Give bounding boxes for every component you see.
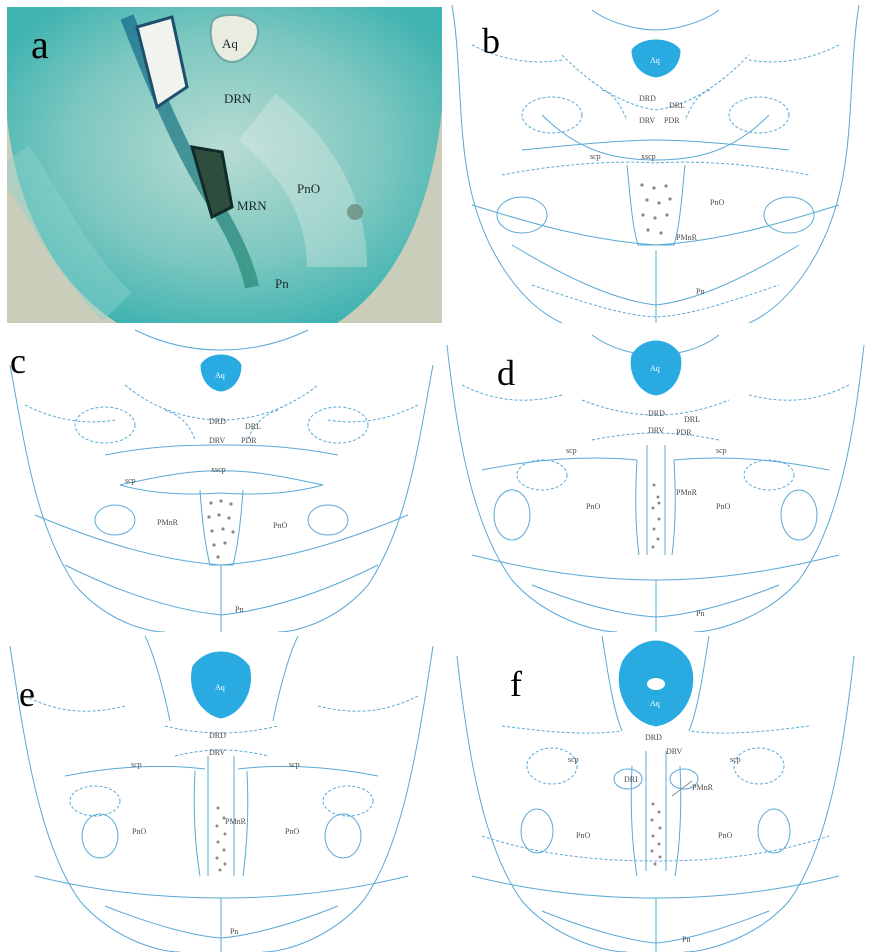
label-drv: DRV [209,437,225,445]
label-scp-right: scp [289,761,300,769]
label-xscp: xscp [211,466,226,474]
label-drl: DRL [669,102,685,110]
label-drl: DRL [245,423,261,431]
label-aq: Aq [650,700,660,708]
label-aq: Aq [650,57,660,65]
label-drd: DRD [639,95,656,103]
label-pno: PnO [297,182,320,195]
label-drv: DRV [209,749,225,757]
brain-section-outline [442,5,869,323]
panel-letter: e [19,676,35,712]
panel-letter: f [510,666,522,702]
label-pno-left: PnO [576,832,590,840]
label-scp-left: scp [566,447,577,455]
label-xscp: xscp [641,153,656,161]
label-pmnr: PMnR [676,234,697,242]
label-pn: Pn [696,610,704,618]
label-drv: DRV [666,748,682,756]
label-scp: scp [125,477,136,485]
label-mrn: MRN [237,199,267,212]
label-pno-right: PnO [285,828,299,836]
label-pno-right: PnO [718,832,732,840]
label-scp-left: scp [568,756,579,764]
label-drd: DRD [648,410,665,418]
brain-section-outline [442,636,869,952]
panel-b-atlas: b Aq DRD DRL DRV PDR scp xscp PnO PMnR P… [442,5,869,323]
label-scp-right: scp [730,756,741,764]
label-aq: Aq [215,372,225,380]
label-pmnr: PMnR [225,818,246,826]
panel-letter: d [497,355,515,391]
label-pmnr: PMnR [157,519,178,527]
panel-a-photomicrograph: a Aq DRN MRN PnO Pn [7,7,444,323]
label-drv: DRV [639,117,655,125]
label-drn: DRN [224,92,251,105]
panel-letter: b [482,23,500,59]
label-pdr: PDR [664,117,680,125]
label-pn: Pn [235,606,243,614]
label-pn: Pn [230,928,238,936]
panel-d-atlas: d Aq DRD DRL DRV PDR scp scp PMnR PnO Pn… [442,325,869,632]
label-drd: DRD [209,418,226,426]
label-drv: DRV [648,427,664,435]
label-pn: Pn [275,277,289,290]
panel-f-atlas: f Aq DRD DRV DRI scp scp PMnR PnO PnO Pn [442,636,869,952]
label-aq: Aq [650,365,660,373]
label-pdr: PDR [241,437,257,445]
label-aq: Aq [215,684,225,692]
label-scp-left: scp [131,761,142,769]
label-drl: DRL [684,416,700,424]
label-dri: DRI [624,776,638,784]
panel-e-atlas: e Aq DRD DRV scp scp PMnR PnO PnO Pn [5,636,438,952]
label-pno: PnO [710,199,724,207]
label-pno-left: PnO [586,503,600,511]
label-pno-right: PnO [716,503,730,511]
label-pno: PnO [273,522,287,530]
label-pmnr: PMnR [692,784,713,792]
label-pn: Pn [696,288,704,296]
label-pn: Pn [682,936,690,944]
panel-letter: c [10,343,26,379]
label-drd: DRD [209,732,226,740]
label-pno-left: PnO [132,828,146,836]
panel-c-atlas: c Aq DRD DRL DRV PDR scp xscp PMnR PnO P… [5,325,438,632]
label-scp: scp [590,153,601,161]
label-pdr: PDR [676,429,692,437]
label-aq: Aq [222,37,238,50]
panel-letter: a [31,25,49,65]
label-drd: DRD [645,734,662,742]
stained-section-image [7,7,444,323]
label-scp-right: scp [716,447,727,455]
label-pmnr: PMnR [676,489,697,497]
